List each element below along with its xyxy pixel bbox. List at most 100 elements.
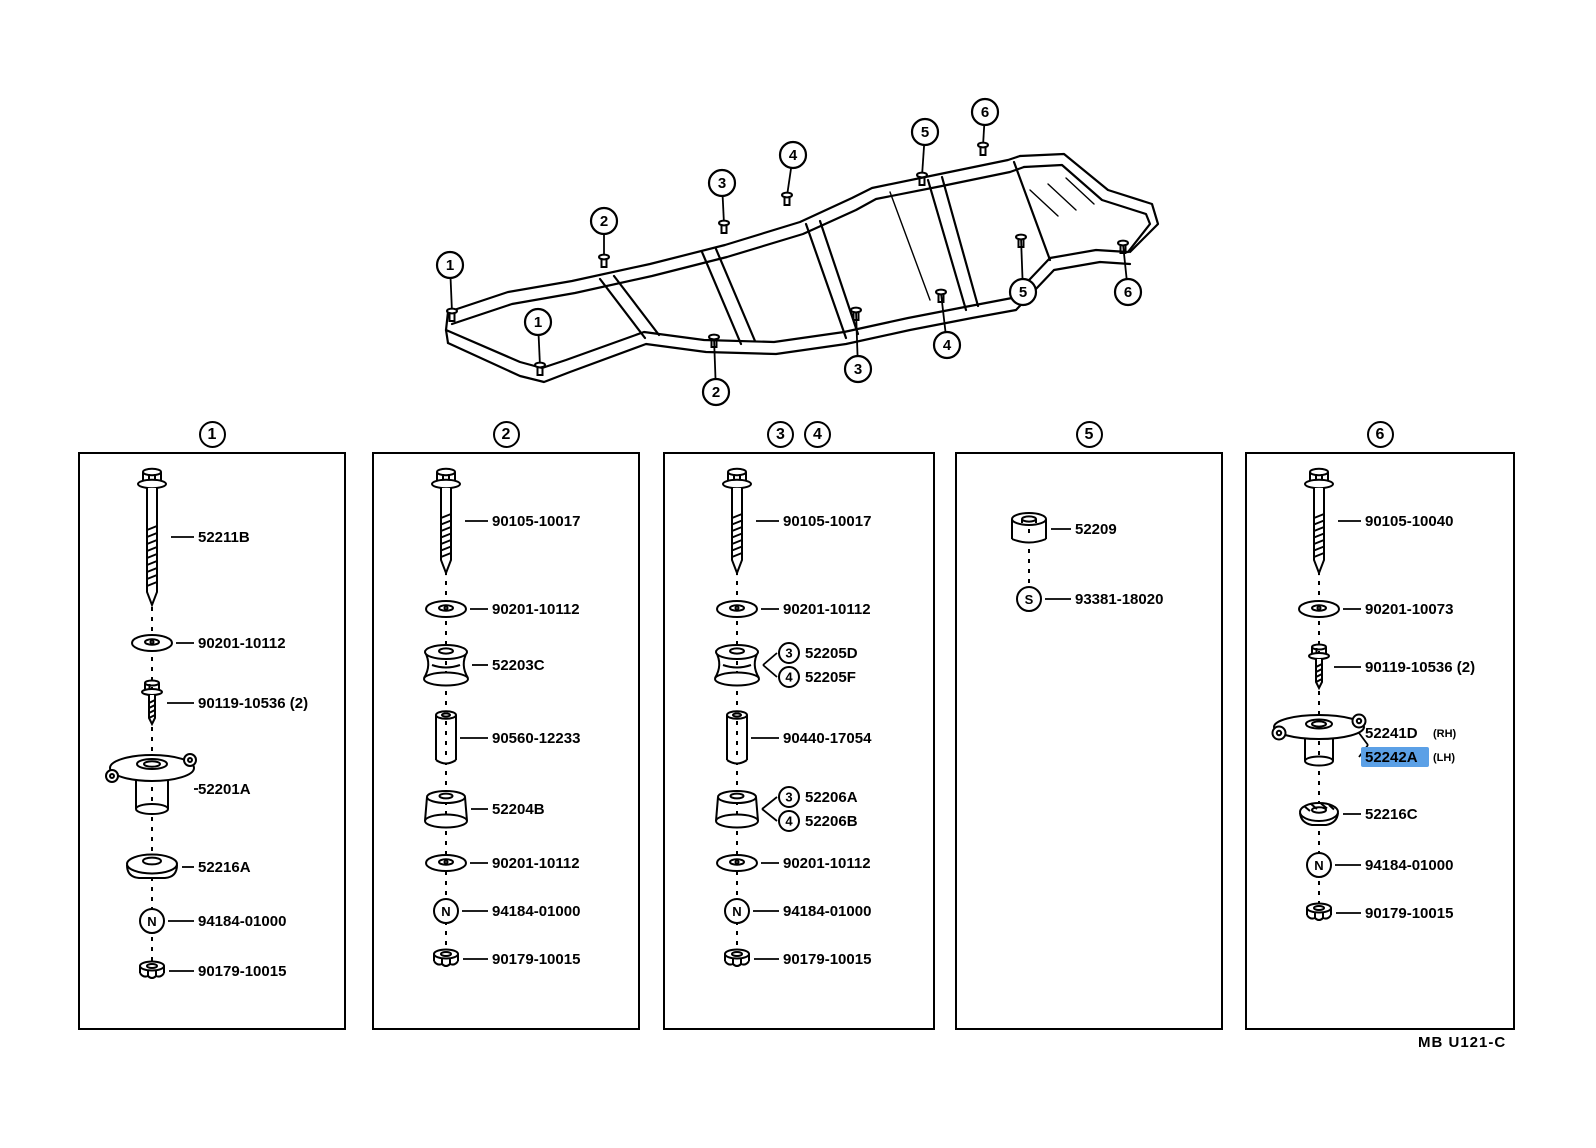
part-number: 90201-10112 <box>198 635 286 652</box>
part-number: 52206B <box>805 813 858 830</box>
part-side-note: (RH) <box>1433 728 1457 740</box>
flange-nut-icon <box>724 948 750 967</box>
flange-nut-icon <box>1306 902 1332 921</box>
callout-number: 6 <box>1124 284 1132 301</box>
body-mount-bracket-icon <box>105 753 197 815</box>
mount-bolt-icon <box>781 191 793 206</box>
mount-bolt-icon <box>534 361 546 376</box>
mount-support-icon <box>1271 713 1367 767</box>
variant-number: 4 <box>785 670 793 685</box>
mount-cushion-icon <box>126 853 178 879</box>
symbol-letter: N <box>1314 858 1323 873</box>
frame-callout: 2 <box>701 333 731 407</box>
symbol-letter: N <box>441 904 450 919</box>
frame-line-art <box>444 152 1160 384</box>
symbol-letter: S <box>1025 592 1034 607</box>
part-number[interactable]: 52242A <box>1365 749 1418 766</box>
part-number: 90201-10112 <box>492 855 580 872</box>
part-number: 90201-10112 <box>783 855 871 872</box>
variant-number-icon <box>778 786 800 808</box>
mount-cushion-icon <box>1299 802 1339 826</box>
panel-header: 1 <box>78 421 346 451</box>
mount-cushion-upper-icon <box>714 644 760 687</box>
part-side-note: (LH) <box>1433 752 1455 764</box>
mount-cushion-upper-icon <box>423 644 469 687</box>
frame-bolt-icon <box>1304 467 1334 576</box>
part-number: 52211B <box>198 529 250 546</box>
callout-circle-icon <box>435 250 465 280</box>
mount-bolt-icon <box>708 333 720 348</box>
washer-icon <box>131 634 173 652</box>
spacer-collar-icon <box>726 710 748 765</box>
callout-number: 3 <box>718 175 726 192</box>
frame-cushion-icon <box>1011 512 1047 544</box>
mount-bolt-icon <box>718 219 730 234</box>
panel-number-icon: 4 <box>804 421 831 448</box>
callout-number: 4 <box>943 337 952 354</box>
highlight-selection <box>1361 747 1429 767</box>
part-number: 90201-10073 <box>1365 601 1453 618</box>
panel-drawing: 90105-1001790201-1011252203C90560-122335… <box>423 467 580 968</box>
mount-cushion-lower-icon <box>715 790 759 829</box>
callout-circle-icon <box>778 140 808 170</box>
part-number: 94184-01000 <box>783 903 871 920</box>
part-number: 52205F <box>805 669 856 686</box>
frame-callout: 1 <box>435 250 465 322</box>
part-number: 90105-10040 <box>1365 513 1453 530</box>
mount-bolt-icon <box>1117 239 1129 254</box>
variant-number-icon <box>778 666 800 688</box>
frame-callout: 5 <box>910 117 940 186</box>
panel-header: 5 <box>955 421 1223 451</box>
callout-circle-icon <box>707 168 737 198</box>
nut-marker-icon: N <box>433 898 459 924</box>
mount-bolt-icon <box>1015 233 1027 248</box>
washer-icon <box>425 600 467 618</box>
nut-marker-icon: N <box>1306 852 1332 878</box>
variant-number-icon <box>778 810 800 832</box>
part-number: 90201-10112 <box>783 601 871 618</box>
panel-number-icon: 5 <box>1075 421 1103 448</box>
spacer-collar-icon <box>435 710 457 765</box>
frame-callout: 3 <box>707 168 737 234</box>
chassis-frame-diagram: 1 1 2 2 3 <box>435 97 1160 407</box>
frame-callout: 3 <box>843 306 873 384</box>
part-number: 90179-10015 <box>783 951 871 968</box>
callout-circle-icon <box>701 377 731 407</box>
part-number: 52203C <box>492 657 545 674</box>
part-number: 90105-10017 <box>492 513 580 530</box>
callout-number: 1 <box>534 314 542 331</box>
washer-icon <box>716 854 758 872</box>
variant-number: 3 <box>785 790 792 805</box>
panel-number-icon: 6 <box>1366 421 1394 448</box>
callout-number: 4 <box>789 147 798 164</box>
frame-callout: 6 <box>1113 239 1143 307</box>
washer-icon <box>716 600 758 618</box>
panel-header: 2 <box>372 421 640 451</box>
variant-number: 3 <box>785 646 792 661</box>
frame-callout: 5 <box>1008 233 1038 307</box>
callout-circle-icon <box>589 206 619 236</box>
mount-cushion-lower-icon <box>424 790 468 829</box>
part-number: 90179-10015 <box>1365 905 1453 922</box>
bracket-bolt-icon <box>1308 643 1330 691</box>
symbol-letter: N <box>732 904 741 919</box>
callout-number: 6 <box>981 104 989 121</box>
washer-icon <box>425 854 467 872</box>
symbol-letter: N <box>147 914 156 929</box>
variant-number: 4 <box>785 814 793 829</box>
frame-callouts: 1 1 2 2 3 <box>435 97 1143 407</box>
panel-number-icon: 1 <box>198 421 226 448</box>
callout-circle-icon <box>1113 277 1143 307</box>
nut-marker-icon: N <box>724 898 750 924</box>
part-number: 90179-10015 <box>492 951 580 968</box>
flange-nut-icon <box>433 948 459 967</box>
part-number: 52241D <box>1365 725 1418 742</box>
part-number: 52216A <box>198 859 251 876</box>
